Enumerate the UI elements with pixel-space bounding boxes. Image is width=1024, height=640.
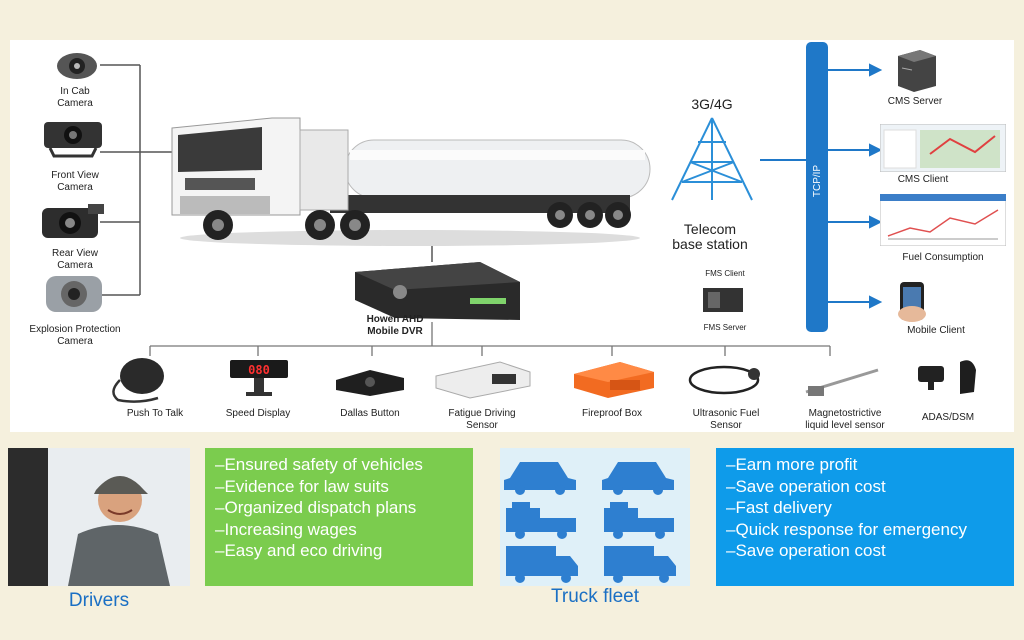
mobile-dvr-icon (355, 262, 520, 320)
fms-device-icon (703, 288, 743, 312)
fleet-benefit: Earn more profit (726, 454, 1004, 476)
phone-icon (896, 280, 930, 322)
rear-camera-icon (38, 200, 108, 244)
dome-camera-icon (55, 46, 99, 80)
adas-camera-icon (914, 356, 984, 398)
speed-display-value: 080 (248, 363, 270, 377)
fuel-consumption-label: Fuel Consumption (902, 252, 984, 263)
fireproof-box-icon (570, 358, 658, 400)
front-camera-icon (40, 118, 106, 158)
fleet-benefit: Fast delivery (726, 497, 1004, 519)
driver-benefit: Increasing wages (215, 519, 463, 541)
accessory-label-push-to-talk: Push To Talk (126, 408, 184, 419)
fatigue-sensor-icon (430, 356, 534, 400)
driver-benefit: Organized dispatch plans (215, 497, 463, 519)
driver-benefit: Easy and eco driving (215, 540, 463, 562)
fms-server-label: FMS Server (703, 323, 747, 332)
camera-connector (100, 64, 175, 296)
speed-display-icon: 080 (228, 358, 290, 398)
ultrasonic-sensor-icon (684, 360, 768, 400)
driver-benefit: Ensured safety of vehicles (215, 454, 463, 476)
accessory-label-adas: ADAS/DSM (921, 412, 975, 423)
cms-client-label: CMS Client (897, 174, 949, 185)
fleet-benefit: Save operation cost (726, 540, 1004, 562)
map-screen-icon (879, 123, 1007, 173)
microphone-icon (98, 352, 178, 404)
client-arrows (828, 63, 883, 309)
network-type-label: 3G/4G (691, 96, 733, 112)
drivers-caption: Drivers (68, 590, 130, 611)
truck-fleet-graphic (500, 448, 690, 586)
tanker-truck (171, 117, 651, 246)
fleet-benefit: Save operation cost (726, 476, 1004, 498)
explosion-camera-icon (42, 272, 106, 316)
driver-benefit: Evidence for law suits (215, 476, 463, 498)
accessory-connector (149, 322, 831, 356)
cms-server-label: CMS Server (887, 96, 943, 107)
fleet-benefit: Quick response for emergency (726, 519, 1004, 541)
fleet-benefits-box: Earn more profit Save operation cost Fas… (716, 448, 1014, 586)
accessory-label-dallas-button: Dallas Button (340, 408, 400, 419)
tcp-ip-bus (806, 42, 828, 332)
mobile-client-label: Mobile Client (907, 325, 965, 336)
tcp-ip-label: TCP/IP (812, 164, 823, 198)
accessory-label-fireproof-box: Fireproof Box (581, 408, 643, 419)
fms-client-label: FMS Client (705, 269, 745, 278)
driver-photo (8, 448, 190, 586)
driver-benefits-box: Ensured safety of vehicles Evidence for … (205, 448, 473, 586)
dallas-button-icon (330, 362, 410, 398)
chart-screen-icon (879, 193, 1007, 247)
fleet-caption: Truck fleet (551, 586, 639, 607)
level-sensor-icon (800, 364, 884, 398)
telecom-tower-icon (671, 117, 753, 201)
accessory-label-speed-display: Speed Display (225, 408, 291, 419)
server-icon (890, 46, 940, 92)
